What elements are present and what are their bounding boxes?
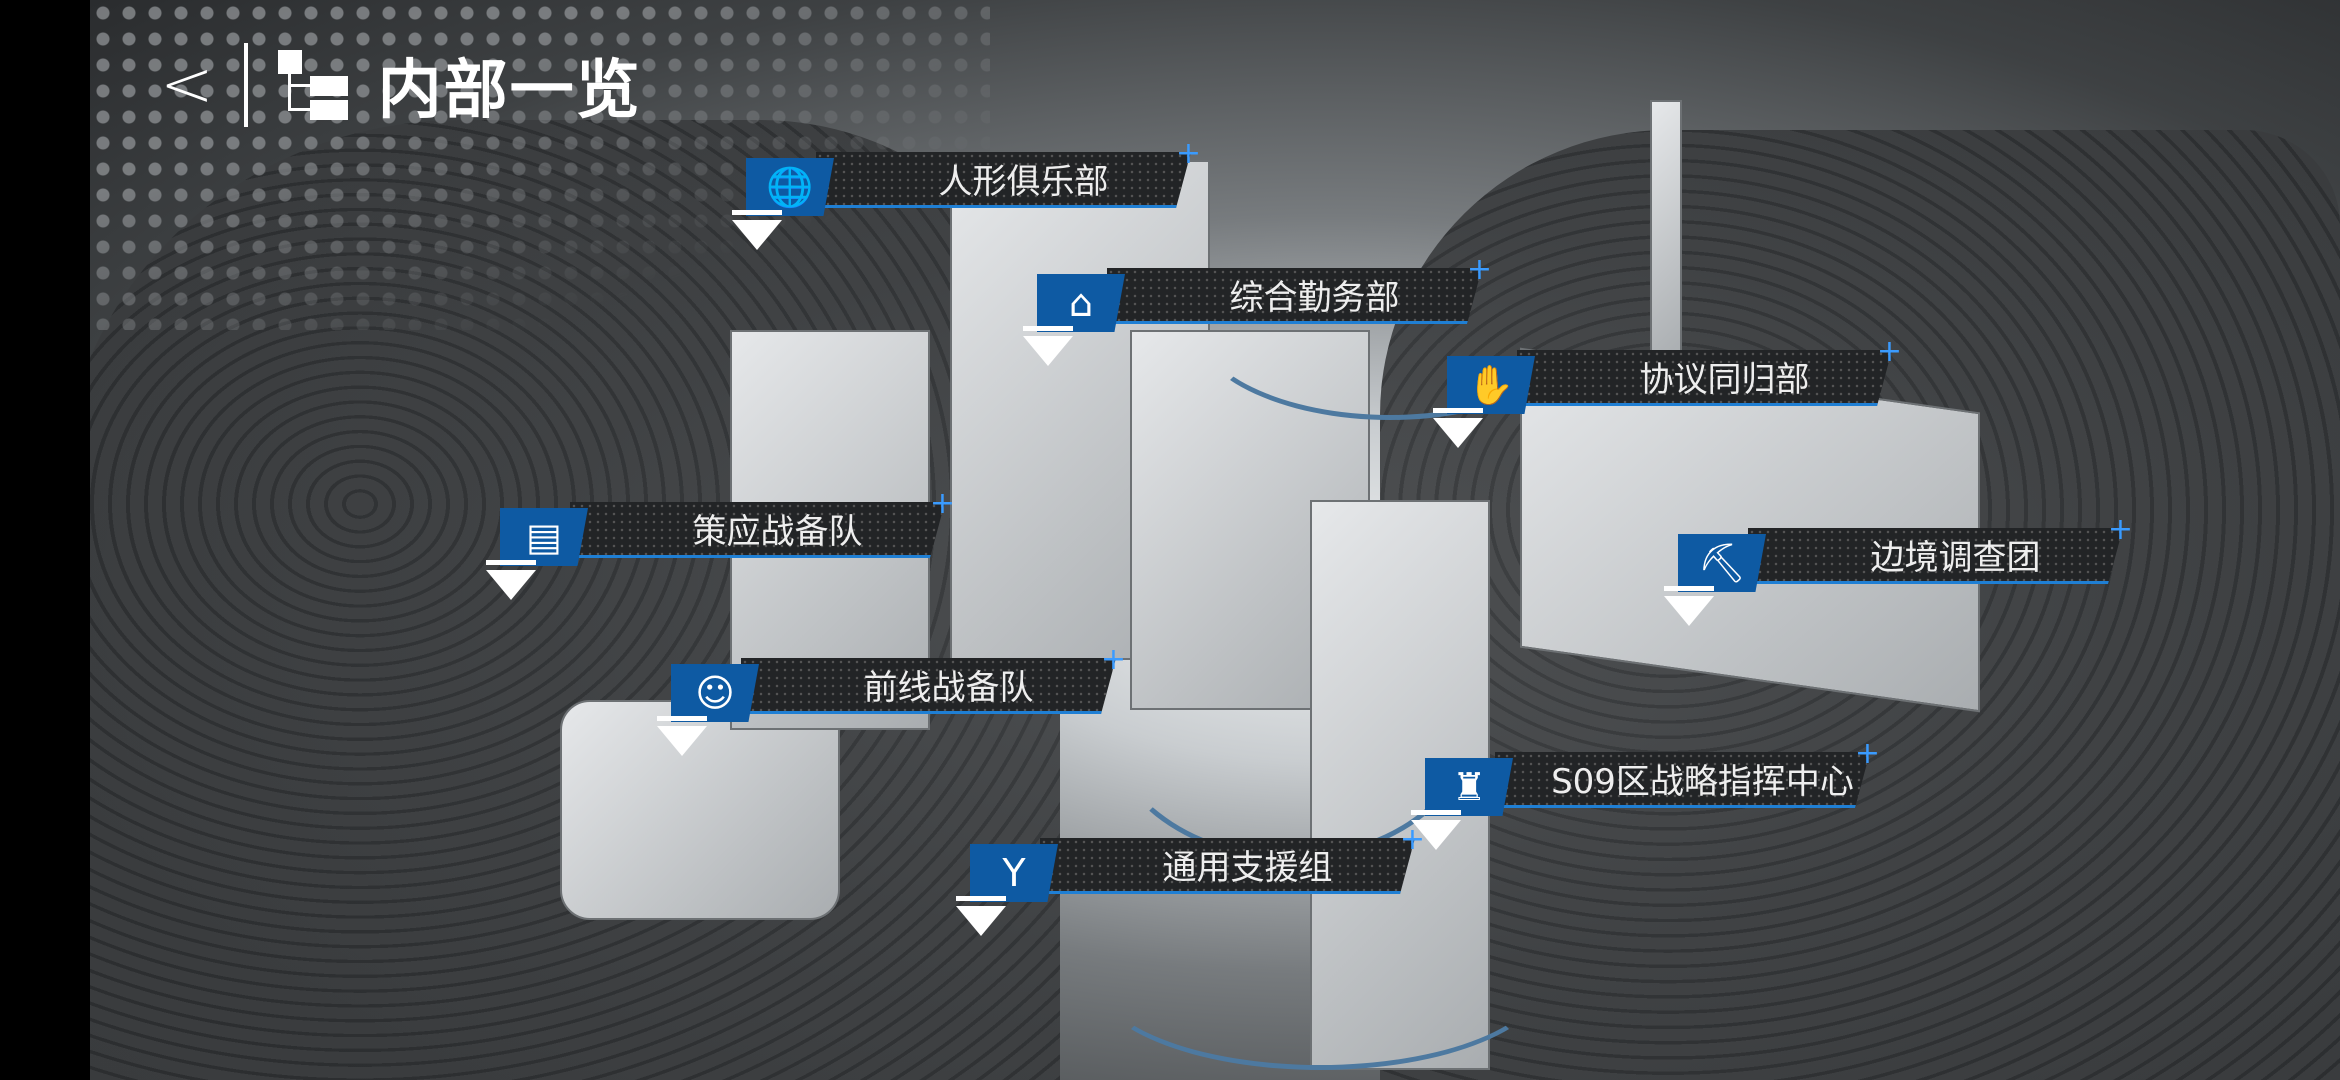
top-bar: < 内部一览 bbox=[160, 40, 642, 130]
plus-icon: + bbox=[929, 486, 955, 521]
node-label: 综合勤务部 bbox=[1229, 278, 1400, 318]
goggles-face-icon: ☺ bbox=[671, 664, 759, 722]
globe-icon: 🌐 bbox=[746, 158, 834, 216]
plus-icon: + bbox=[2107, 512, 2133, 547]
plus-icon: + bbox=[1466, 252, 1492, 287]
plus-icon: + bbox=[1175, 136, 1201, 171]
node-label: 通用支援组 bbox=[1162, 848, 1333, 888]
plus-icon: + bbox=[1100, 642, 1126, 677]
node-label: 人形俱乐部 bbox=[938, 162, 1109, 202]
plus-icon: + bbox=[1876, 334, 1902, 369]
node-label: S09区战略指挥中心 bbox=[1551, 762, 1854, 802]
clipboard-icon: ▤ bbox=[500, 508, 588, 566]
node-label: 策应战备队 bbox=[692, 512, 863, 552]
chimney bbox=[1650, 100, 1682, 360]
location-marker-icon bbox=[1411, 810, 1461, 860]
location-marker-icon bbox=[1433, 408, 1483, 458]
node-frontline-squad[interactable]: 前线战备队 ☺ + bbox=[657, 642, 1126, 756]
back-button[interactable]: < bbox=[160, 48, 214, 122]
node-label: 协议同归部 bbox=[1639, 360, 1810, 400]
house-icon: ⌂ bbox=[1037, 274, 1125, 332]
explorer-icon: ⛏ bbox=[1678, 534, 1766, 592]
node-border-investigation[interactable]: 边境调查团 ⛏ + bbox=[1664, 512, 2133, 626]
location-marker-icon bbox=[1664, 586, 1714, 636]
location-marker-icon bbox=[657, 716, 707, 766]
plus-icon: + bbox=[1854, 736, 1880, 771]
location-marker-icon bbox=[1023, 326, 1073, 376]
commander-icon: ♜ bbox=[1425, 758, 1513, 816]
handshake-icon: ✋ bbox=[1447, 356, 1535, 414]
plus-icon: + bbox=[1399, 822, 1425, 857]
location-marker-icon bbox=[956, 896, 1006, 946]
support-icon: Y bbox=[970, 844, 1058, 902]
node-doll-club[interactable]: 人形俱乐部 🌐 + bbox=[732, 136, 1201, 250]
org-tree-icon bbox=[277, 50, 348, 120]
node-response-squad[interactable]: 策应战备队 ▤ + bbox=[486, 486, 955, 600]
location-marker-icon bbox=[732, 210, 782, 260]
node-protocol-department[interactable]: 协议同归部 ✋ + bbox=[1433, 334, 1902, 448]
node-label: 边境调查团 bbox=[1870, 538, 2041, 578]
page-title: 内部一览 bbox=[377, 53, 642, 128]
divider bbox=[243, 43, 248, 127]
node-support-group[interactable]: 通用支援组 Y + bbox=[956, 822, 1425, 936]
node-general-affairs[interactable]: 综合勤务部 ⌂ + bbox=[1023, 252, 1492, 366]
node-label: 前线战备队 bbox=[863, 668, 1034, 708]
location-marker-icon bbox=[486, 560, 536, 610]
node-s09-command-center[interactable]: S09区战略指挥中心 ♜ + bbox=[1411, 736, 1880, 850]
